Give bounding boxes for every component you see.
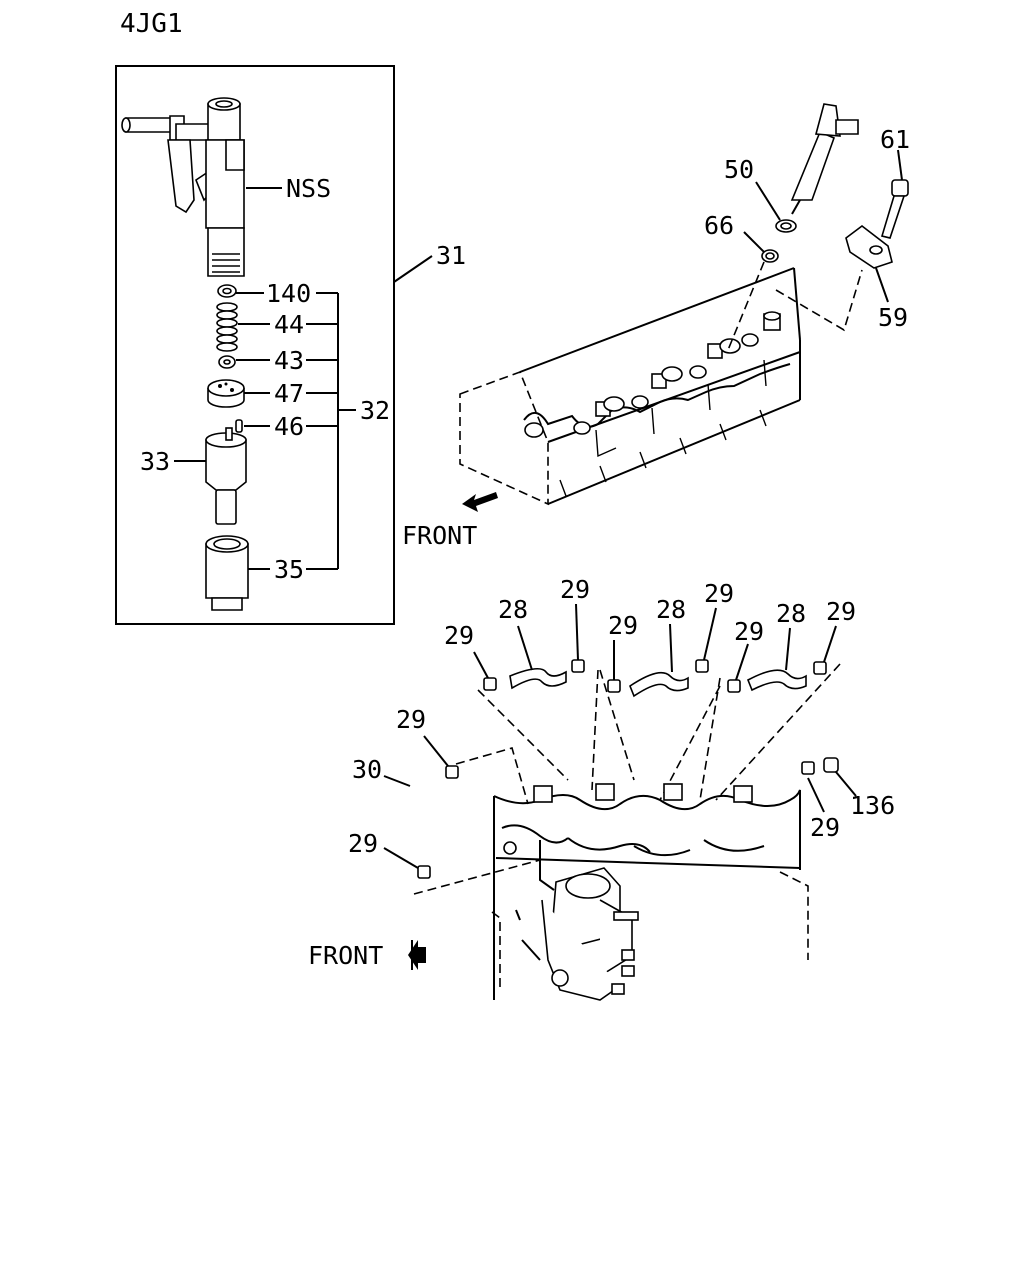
- injector-body: [121, 97, 245, 277]
- part-29-clips: [417, 659, 827, 879]
- part-50-gasket: [775, 219, 797, 233]
- leader-29h: [383, 847, 419, 869]
- part-28-hose-1: [509, 668, 567, 690]
- part-44-spring: [216, 302, 238, 352]
- part-136-cap: [823, 757, 839, 773]
- callout-29a: 29: [444, 621, 474, 650]
- callout-29h: 29: [348, 829, 378, 858]
- callout-nss: NSS: [286, 174, 331, 203]
- callout-29f: 29: [826, 597, 856, 626]
- leader-59: [875, 267, 889, 303]
- install-line-29c: [659, 677, 721, 801]
- callout-29c: 29: [608, 611, 638, 640]
- leader-66: [743, 231, 765, 253]
- install-line-29e: [455, 747, 529, 805]
- front-label-top: FRONT: [402, 521, 477, 550]
- install-line-injector: [727, 261, 765, 351]
- install-line-29f: [413, 859, 541, 895]
- part-46-pin: [235, 419, 243, 433]
- part-30-return-hose: [404, 769, 439, 855]
- callout-28a: 28: [498, 595, 528, 624]
- callout-29g: 29: [396, 705, 426, 734]
- callout-32: 32: [360, 396, 390, 425]
- mounted-injector: [790, 103, 859, 215]
- install-line-29b: [591, 669, 635, 791]
- callout-31: 31: [436, 241, 466, 270]
- callout-29b: 29: [560, 575, 590, 604]
- callout-66: 66: [704, 211, 734, 240]
- install-line-29a: [477, 689, 569, 781]
- leader-29d: [703, 607, 717, 661]
- leader-30: [383, 775, 411, 787]
- callout-61: 61: [880, 125, 910, 154]
- bracket-32: [306, 292, 356, 570]
- part-61-bolt: [880, 179, 909, 239]
- leader-136: [835, 771, 857, 797]
- callout-29e: 29: [734, 617, 764, 646]
- callout-47: 47: [274, 379, 304, 408]
- cylinder-head: [459, 267, 801, 506]
- callout-33: 33: [140, 447, 170, 476]
- callout-43: 43: [274, 346, 304, 375]
- leader-28b: [669, 623, 673, 673]
- leader-29f: [823, 625, 837, 663]
- part-66-seal: [761, 249, 779, 263]
- callout-50: 50: [724, 155, 754, 184]
- leader-28c: [785, 627, 791, 671]
- part-43-shim: [218, 355, 236, 369]
- callout-28c: 28: [776, 599, 806, 628]
- leader-29e: [735, 643, 749, 681]
- leader-31: [393, 255, 433, 283]
- part-33-nozzle: [205, 427, 247, 525]
- front-arrow-top-icon: [462, 492, 498, 512]
- part-35-nut: [205, 535, 249, 611]
- callout-59: 59: [878, 303, 908, 332]
- callout-44: 44: [274, 310, 304, 339]
- leader-50: [755, 181, 781, 221]
- callout-29d: 29: [704, 579, 734, 608]
- callout-46: 46: [274, 412, 304, 441]
- install-line-clamp: [775, 269, 863, 332]
- part-47-spacer: [207, 379, 245, 408]
- part-28-hose-2: [629, 671, 689, 698]
- model-title: 4JG1: [120, 9, 183, 39]
- leader-29i: [807, 777, 825, 813]
- callout-140: 140: [266, 279, 311, 308]
- front-label-bottom: FRONT: [308, 941, 383, 970]
- leader-29b: [575, 603, 579, 661]
- leader-29a: [473, 651, 489, 679]
- front-arrow-bottom-icon: [408, 940, 426, 970]
- part-140-washer: [217, 284, 237, 298]
- callout-30: 30: [352, 755, 382, 784]
- injector-fittings: [533, 783, 753, 803]
- leader-61: [897, 149, 903, 181]
- injector-detail-frame: [115, 65, 395, 625]
- part-28-hose-3: [746, 669, 807, 692]
- callout-35: 35: [274, 555, 304, 584]
- part-59-clamp: [845, 224, 893, 269]
- callout-29i: 29: [810, 813, 840, 842]
- leader-28a: [517, 625, 533, 671]
- leader-29g: [423, 735, 449, 767]
- callout-136: 136: [850, 791, 895, 820]
- callout-28b: 28: [656, 595, 686, 624]
- engine-block: [491, 789, 809, 1001]
